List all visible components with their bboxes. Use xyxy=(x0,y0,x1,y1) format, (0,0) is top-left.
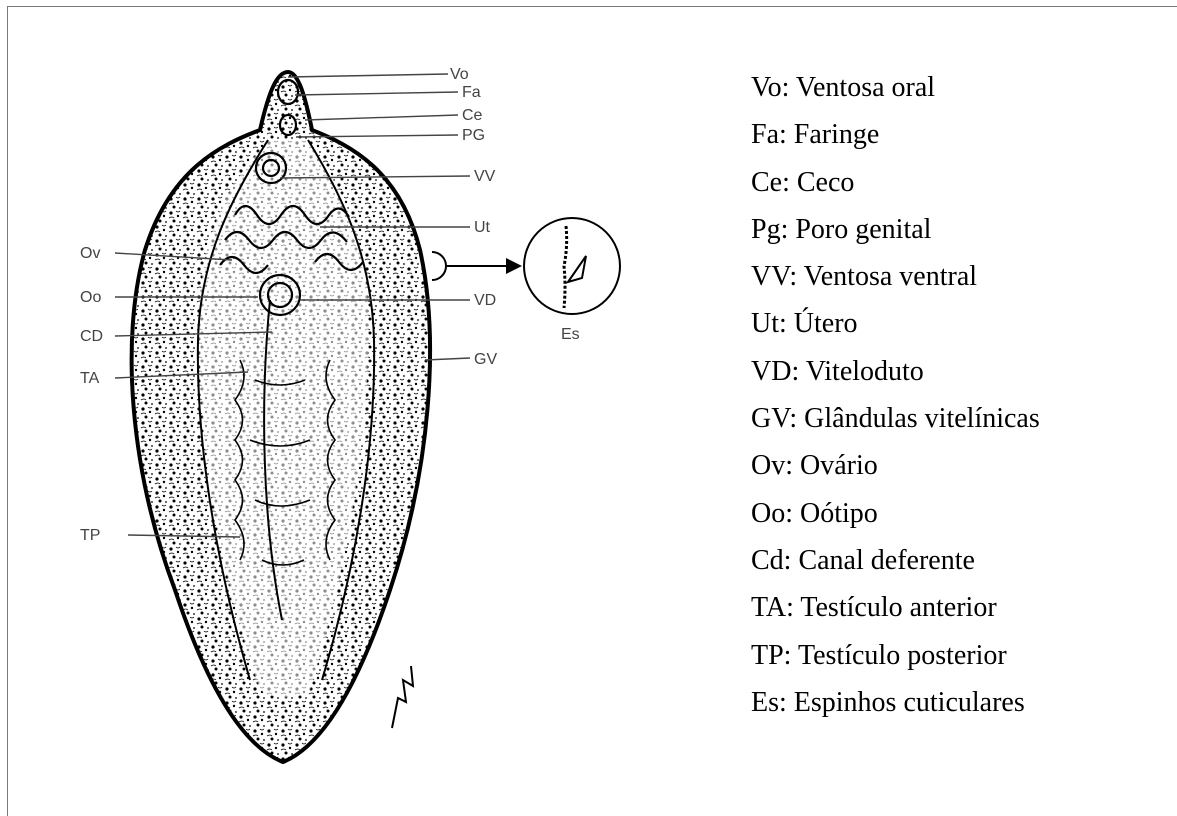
artist-signature xyxy=(392,666,413,728)
inset-arrowhead xyxy=(506,258,522,274)
label-tp: TP xyxy=(80,527,100,544)
legend-item-ov: Ov: Ovário xyxy=(751,442,1040,489)
spine-bump xyxy=(432,252,446,280)
legend-item-fa: Fa: Faringe xyxy=(751,111,1040,158)
legend-item-gv: GV: Glândulas vitelínicas xyxy=(751,395,1040,442)
label-es: Es xyxy=(561,326,580,343)
legend-item-vd: VD: Viteloduto xyxy=(751,348,1040,395)
legend-list: Vo: Ventosa oral Fa: Faringe Ce: Ceco Pg… xyxy=(751,64,1040,726)
label-fa: Fa xyxy=(462,84,481,101)
legend-item-oo: Oo: Oótipo xyxy=(751,490,1040,537)
legend-item-pg: Pg: Poro genital xyxy=(751,206,1040,253)
legend-item-vv: VV: Ventosa ventral xyxy=(751,253,1040,300)
label-ce: Ce xyxy=(462,107,483,124)
label-ov: Ov xyxy=(80,245,100,262)
legend-item-vo: Vo: Ventosa oral xyxy=(751,64,1040,111)
leader-vo xyxy=(288,74,448,77)
legend-item-ut: Ut: Útero xyxy=(751,300,1040,347)
legend-item-ce: Ce: Ceco xyxy=(751,159,1040,206)
label-vv: VV xyxy=(474,168,496,185)
worm-body xyxy=(132,72,430,762)
label-vo: Vo xyxy=(450,66,469,83)
label-vd: VD xyxy=(474,292,496,309)
legend-item-cd: Cd: Canal deferente xyxy=(751,537,1040,584)
label-oo: Oo xyxy=(80,289,101,306)
label-ta: TA xyxy=(80,370,100,387)
legend-item-ta: TA: Testículo anterior xyxy=(751,584,1040,631)
leader-fa xyxy=(295,92,458,95)
leader-ce xyxy=(305,115,458,120)
label-cd: CD xyxy=(80,328,103,345)
legend-item-tp: TP: Testículo posterior xyxy=(751,632,1040,679)
label-gv: GV xyxy=(474,351,497,368)
label-ut: Ut xyxy=(474,219,491,236)
legend-item-es: Es: Espinhos cuticulares xyxy=(751,679,1040,726)
spine-inset xyxy=(524,218,620,314)
label-pg: PG xyxy=(462,127,485,144)
